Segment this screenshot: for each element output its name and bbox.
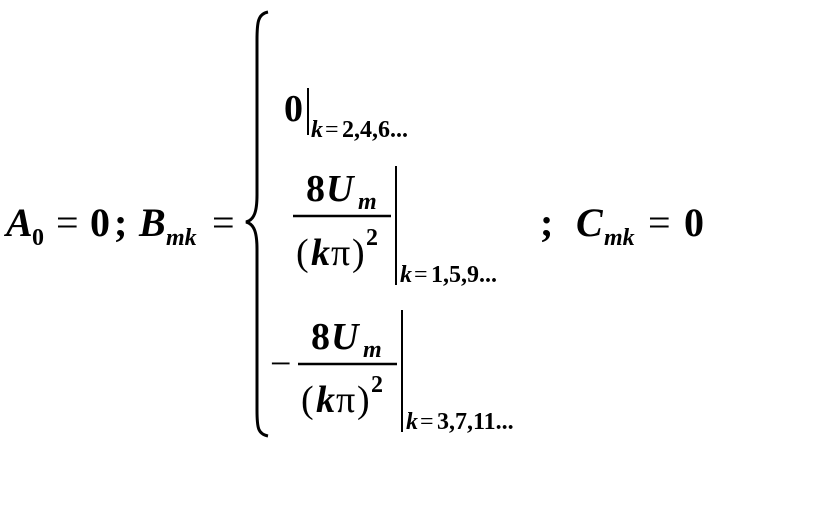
case-3-sign: − — [270, 343, 292, 385]
equals-c: = — [648, 200, 671, 245]
case-2-condition-values: 1,5,9... — [431, 262, 497, 288]
case-1-condition-eq: = — [325, 117, 339, 143]
separator-rhs: ; — [540, 200, 554, 245]
left-brace — [245, 10, 269, 438]
case-2-denominator-var: k — [311, 232, 330, 274]
case-3-denominator-exp: 2 — [371, 372, 383, 398]
subscript-c: mk — [604, 225, 635, 251]
equals-a: = — [56, 200, 79, 245]
case-3-condition-values: 3,7,11... — [437, 409, 514, 435]
case-2-denominator-pi: π — [331, 232, 351, 274]
symbol-a: A — [6, 200, 33, 245]
symbol-c: C — [576, 200, 603, 245]
case-1-condition-values: 2,4,6... — [342, 117, 408, 143]
equals-b: = — [212, 200, 235, 245]
subscript-a: 0 — [32, 225, 44, 251]
case-1-condition-var: k — [311, 117, 323, 143]
case-2-condition-var: k — [400, 262, 412, 288]
case-3-denominator-close: ) — [357, 379, 370, 421]
case-2-denominator-close: ) — [352, 232, 365, 274]
case-2-denominator-open: ( — [296, 232, 309, 274]
case-1-expression: 0 — [284, 88, 303, 130]
symbol-b: B — [139, 200, 166, 245]
case-3-numerator-coef: 8 — [311, 316, 330, 358]
value-a: 0 — [90, 200, 110, 245]
case-2-denominator-exp: 2 — [366, 225, 378, 251]
case-3-denominator-var: k — [316, 379, 335, 421]
value-c: 0 — [684, 200, 704, 245]
case-2-numerator-coef: 8 — [306, 168, 325, 210]
case-3-condition-eq: = — [420, 409, 434, 435]
case-3-denominator-pi: π — [336, 379, 356, 421]
case-2-condition-eq: = — [414, 262, 428, 288]
case-2-numerator-subscript: m — [358, 189, 377, 215]
case-3-denominator-open: ( — [301, 379, 314, 421]
case-3-numerator-subscript: m — [363, 337, 382, 363]
case-3-condition-var: k — [406, 409, 418, 435]
separator-lhs: ; — [114, 200, 128, 245]
case-2-numerator-symbol: U — [326, 168, 354, 210]
subscript-b: mk — [166, 225, 197, 251]
case-3-numerator-symbol: U — [331, 316, 359, 358]
